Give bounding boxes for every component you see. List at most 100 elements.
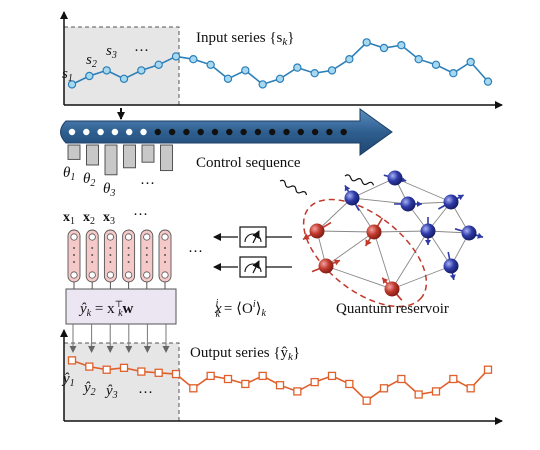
input-point-11: [241, 66, 250, 75]
quantum-reservoir-title: Quantum reservoir: [336, 301, 449, 317]
input-point-7: [171, 52, 181, 61]
feature-dot-6-1: [164, 247, 166, 249]
qubit-spin-head-b4: [425, 240, 431, 245]
input-index-labels: s1 s2 s3 ···: [62, 43, 149, 84]
output-point-24: [466, 384, 475, 393]
input-point-12: [258, 80, 267, 89]
input-point-24: [466, 57, 475, 67]
qubit-spin-head-r4: [382, 277, 389, 284]
output-point-20: [397, 374, 406, 384]
black-dot-19: [326, 128, 333, 136]
blue-qubit-b2: [387, 170, 403, 186]
feature-ellipsis: ···: [133, 207, 148, 223]
meter-box-1: [239, 226, 267, 248]
output-point-8: [189, 384, 198, 393]
output-point-19: [379, 384, 389, 393]
output-point-16: [327, 371, 337, 381]
feature-dot-4-1: [127, 247, 130, 249]
control-parameter-bars: [67, 144, 173, 176]
input-series-title: Input series {sk}: [196, 30, 294, 48]
output-index-labels: ŷ1 ŷ2 ŷ3 ···: [61, 371, 153, 401]
black-dot-17: [297, 128, 304, 136]
red-qubit-r1: [309, 223, 325, 239]
input-point-19: [379, 43, 389, 53]
input-point-6: [154, 60, 163, 70]
input-series: [67, 38, 493, 89]
theta-labels: θ1 θ2 θ3 ···: [63, 165, 155, 199]
black-dot-8: [168, 128, 176, 136]
output-label-3: ŷ3: [104, 383, 118, 401]
feature-label-1: x1: [63, 210, 75, 227]
meter-ellipsis: ···: [188, 244, 203, 260]
input-point-18: [362, 38, 371, 47]
theta-label-3: θ3: [103, 181, 115, 199]
output-point-7: [171, 369, 181, 379]
input-point-16: [327, 66, 337, 75]
feature-bottom-node-1: [70, 271, 78, 279]
readout-formula: ŷŷk = x⊤kw: [78, 299, 134, 319]
theta-bar-4: [123, 144, 136, 169]
feature-dot-5-3: [145, 261, 148, 263]
output-point-11: [241, 379, 250, 389]
input-label-1: s1: [62, 66, 73, 84]
feature-label-3: x3: [103, 210, 115, 227]
coupling-21: [351, 197, 409, 205]
qubit-spin-head-b7: [417, 201, 422, 207]
pulse-1: [279, 179, 308, 196]
theta-bar-6: [160, 144, 173, 172]
output-label-1: ŷ1: [61, 371, 75, 389]
feature-dot-5-2: [145, 254, 148, 256]
feature-top-node-3: [106, 233, 115, 241]
white-dot-6: [140, 128, 147, 136]
input-point-23: [449, 68, 458, 78]
coupling-20: [391, 230, 429, 290]
output-point-1: [67, 356, 77, 365]
feature-dot-2-1: [91, 247, 94, 249]
coupling-19: [391, 265, 452, 290]
theta-ellipsis: ···: [140, 176, 155, 192]
output-point-5: [137, 367, 146, 376]
output-point-10: [223, 374, 233, 384]
feature-bottom-node-6: [161, 271, 169, 279]
coupling-9: [351, 177, 396, 199]
feature-top-node-4: [125, 233, 133, 241]
qubit-spin-head-b5: [477, 232, 483, 239]
black-dot-15: [269, 128, 276, 136]
coupling-7: [373, 231, 393, 290]
output-point-3: [102, 365, 111, 374]
feature-vectors: x1 x2 x3 ··· ŷŷk = x⊤kw: [63, 207, 177, 325]
output-point-9: [206, 371, 215, 381]
feature-dot-1-2: [73, 254, 75, 256]
qubit-spin-head-b2: [401, 177, 407, 183]
feature-dot-3-3: [109, 261, 112, 263]
black-dot-20: [340, 128, 347, 136]
coupling-8: [325, 265, 393, 290]
blue-qubit-b6: [443, 258, 459, 274]
readout-region: [302, 198, 428, 308]
input-point-17: [345, 55, 354, 64]
qubit-spin-head-b1: [344, 185, 351, 192]
input-point-15: [310, 68, 319, 78]
meters: [213, 226, 292, 278]
input-point-22: [431, 60, 441, 70]
black-dot-14: [254, 128, 262, 136]
output-point-6: [154, 368, 163, 377]
black-dot-13: [240, 128, 247, 136]
red-qubit-r4: [384, 281, 400, 297]
qubit-spin-head-r1: [303, 233, 310, 240]
output-point-22: [431, 387, 441, 396]
feature-dot-2-3: [91, 261, 94, 263]
feature-label-2: x2: [83, 210, 95, 227]
feature-top-node-6: [161, 233, 169, 241]
black-dot-7: [154, 128, 161, 136]
white-dot-3: [97, 128, 104, 136]
feature-columns: [67, 229, 172, 289]
feature-dot-3-2: [109, 254, 112, 256]
input-point-2: [85, 71, 94, 81]
feature-bottom-node-2: [88, 271, 96, 279]
input-point-14: [293, 63, 302, 72]
output-point-25: [483, 365, 493, 374]
qubit-spin-head-r3: [333, 259, 340, 266]
feature-top-node-1: [70, 233, 78, 241]
